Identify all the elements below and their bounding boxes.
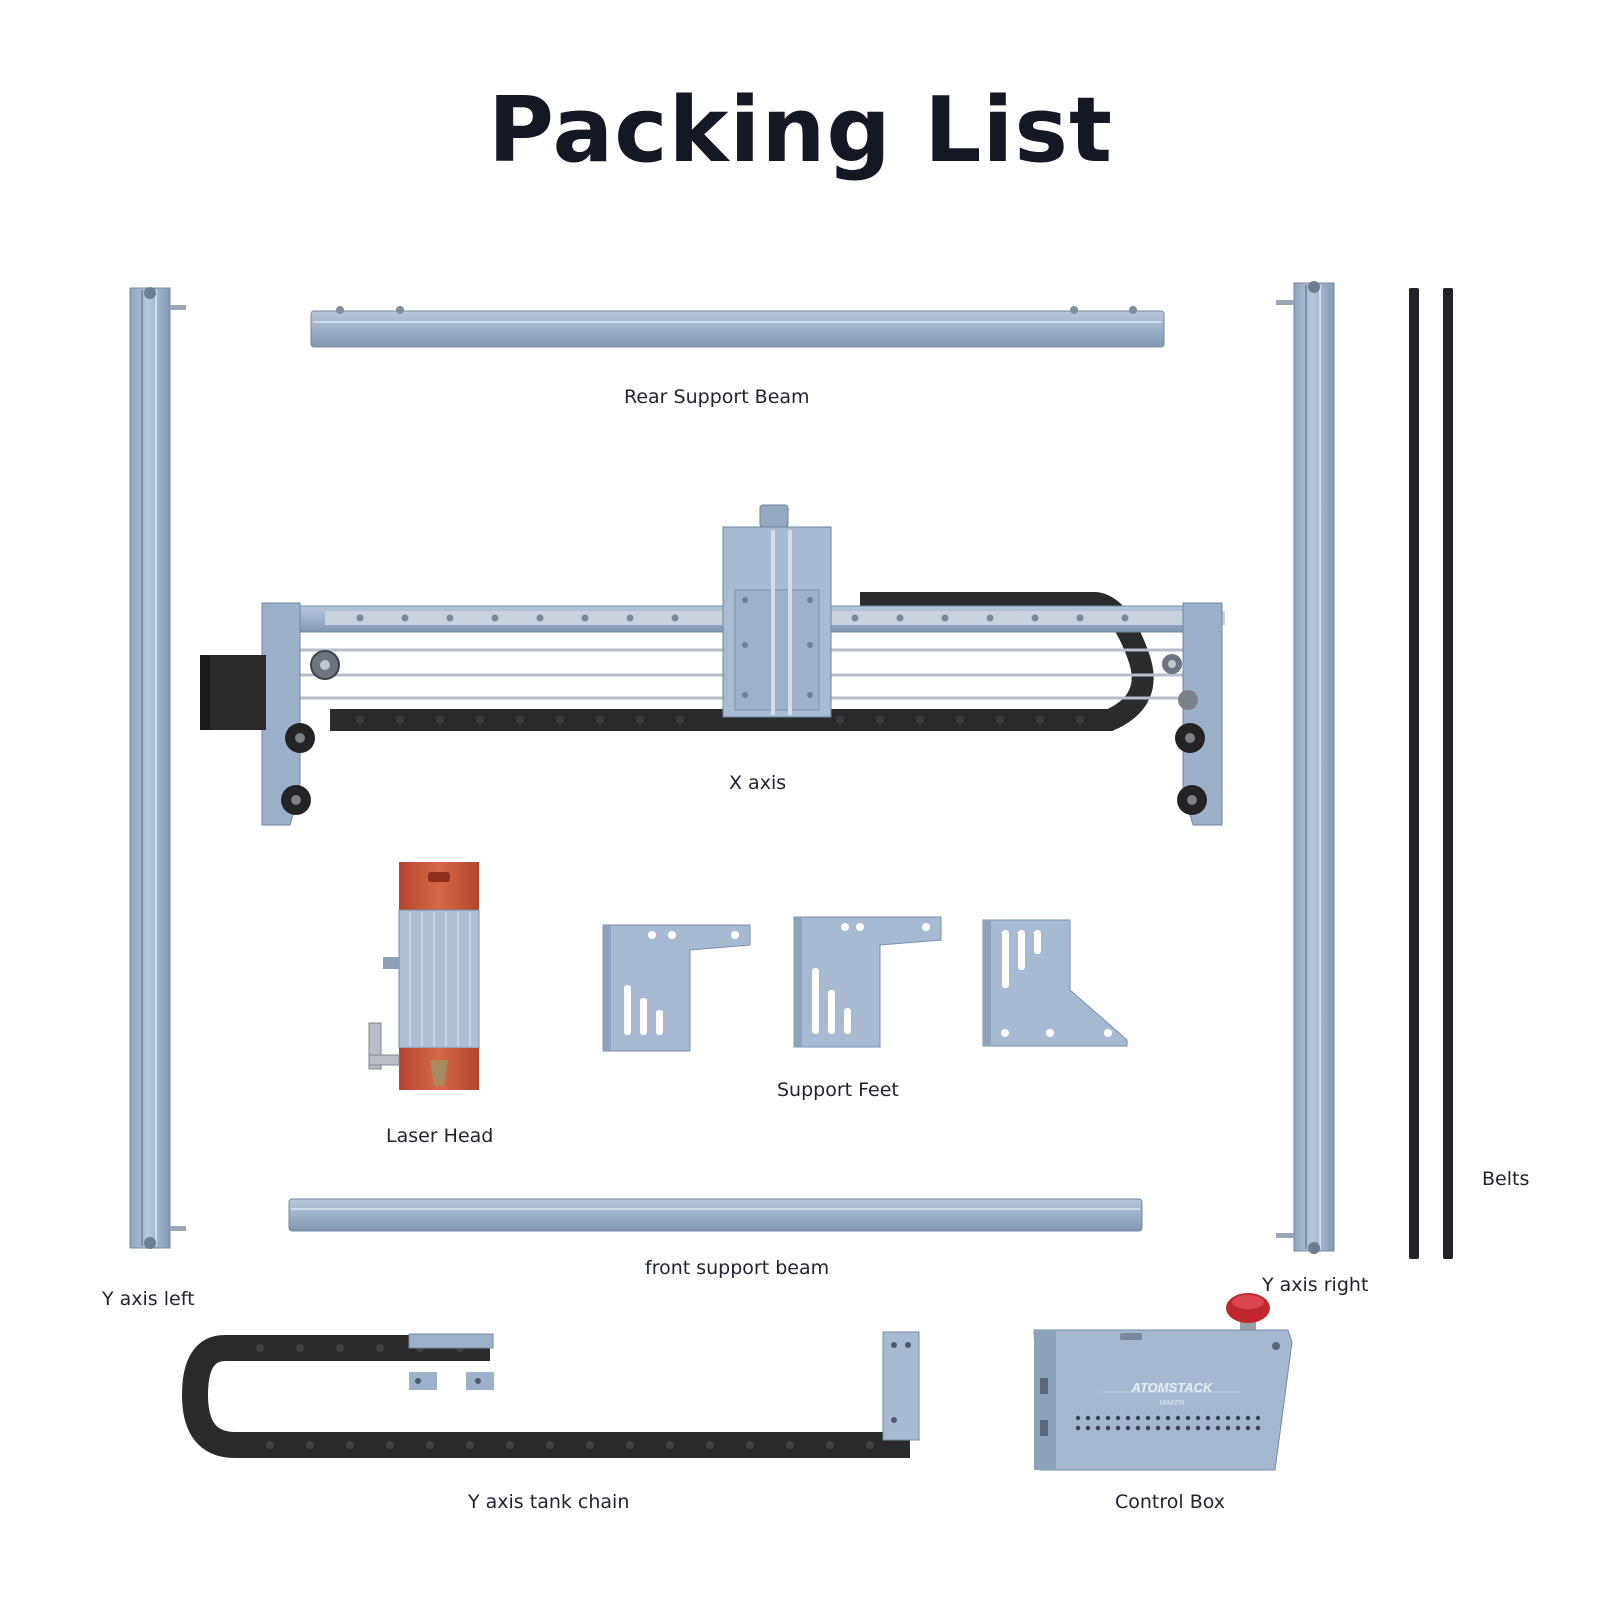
label-front-support-beam: front support beam [645, 1257, 830, 1279]
x-axis-assembly [200, 504, 1225, 826]
control-box: ATOMSTACK MAKER [1033, 1293, 1293, 1471]
label-control-box: Control Box [1115, 1491, 1226, 1513]
y-axis-left-rail [129, 287, 186, 1249]
label-y-axis-right: Y axis right [1262, 1274, 1369, 1296]
label-rear-support-beam: Rear Support Beam [624, 386, 810, 408]
label-y-axis-tank-chain: Y axis tank chain [468, 1491, 630, 1513]
label-x-axis: X axis [729, 772, 787, 794]
label-laser-head: Laser Head [386, 1125, 494, 1147]
label-support-feet: Support Feet [777, 1079, 899, 1101]
laser-head [368, 862, 480, 1090]
label-belts: Belts [1482, 1168, 1530, 1190]
support-feet [602, 916, 1128, 1052]
control-box-sub: MAKER [1160, 1400, 1185, 1407]
page-title: Packing List [488, 78, 1113, 183]
label-y-axis-left: Y axis left [102, 1288, 195, 1310]
y-axis-right-rail [1276, 281, 1335, 1254]
y-axis-tank-chain [181, 1331, 920, 1458]
control-box-brand: ATOMSTACK [1131, 1380, 1214, 1395]
belts [1409, 288, 1453, 1259]
front-support-beam [288, 1198, 1143, 1232]
rear-support-beam [310, 306, 1165, 348]
